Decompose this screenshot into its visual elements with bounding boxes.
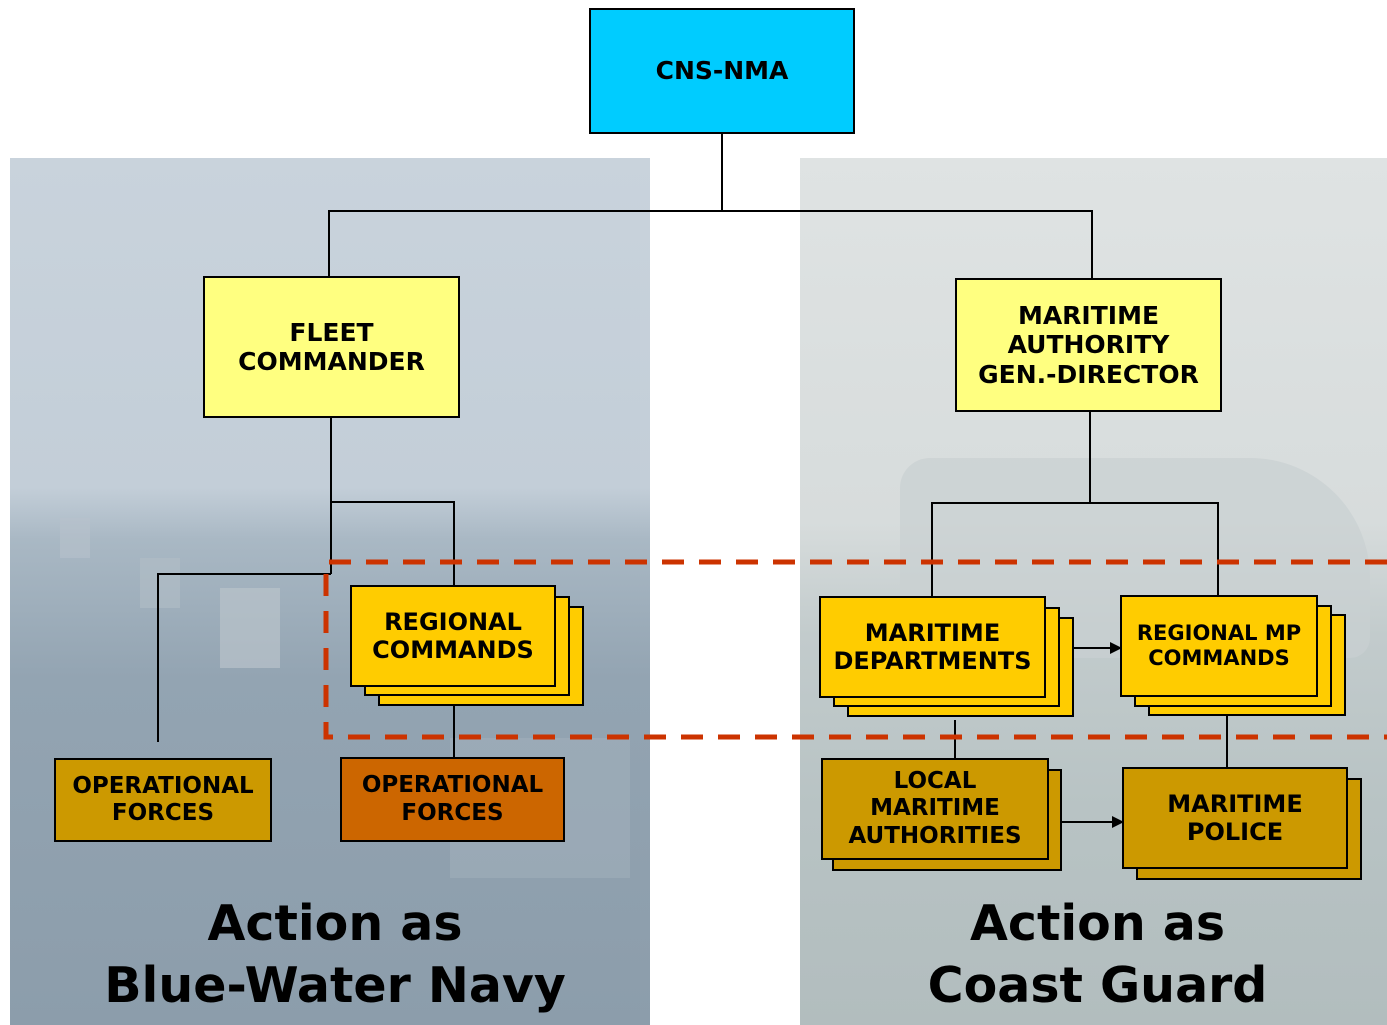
regional-mp-commands-node: REGIONAL MP COMMANDS xyxy=(1120,595,1318,697)
dashed-coast-guard-frame xyxy=(323,559,1387,740)
maritime-departments-node: MARITIME DEPARTMENTS xyxy=(819,596,1046,698)
node-label: LOCAL MARITIME AUTHORITIES xyxy=(848,768,1022,849)
fleet-commander-node: FLEET COMMANDER xyxy=(203,276,460,418)
node-label: MARITIME AUTHORITY GEN.-DIRECTOR xyxy=(978,300,1199,389)
ship-silhouette xyxy=(140,558,180,608)
connector xyxy=(931,502,1219,597)
regional-commands-node: REGIONAL COMMANDS xyxy=(350,585,556,687)
node-label: REGIONAL COMMANDS xyxy=(372,607,534,664)
node-label: REGIONAL MP COMMANDS xyxy=(1136,621,1302,670)
operational-forces-regional-node: OPERATIONAL FORCES xyxy=(340,757,565,842)
node-label: MARITIME POLICE xyxy=(1167,789,1303,846)
connector xyxy=(328,210,1093,279)
node-label: CNS-NMA xyxy=(655,56,789,86)
coast-guard-caption: Action as Coast Guard xyxy=(927,895,1268,1014)
maritime-authority-director-node: MARITIME AUTHORITY GEN.-DIRECTOR xyxy=(955,278,1222,412)
arrowhead xyxy=(1110,642,1122,654)
ship-silhouette xyxy=(60,518,90,558)
ship-silhouette xyxy=(220,588,280,668)
blue-water-navy-caption: Action as Blue-Water Navy xyxy=(104,895,566,1014)
local-maritime-authorities-node: LOCAL MARITIME AUTHORITIES xyxy=(821,758,1049,860)
node-label: OPERATIONAL FORCES xyxy=(361,772,544,826)
node-label: MARITIME DEPARTMENTS xyxy=(833,618,1032,675)
connector xyxy=(157,573,331,742)
operational-forces-direct-node: OPERATIONAL FORCES xyxy=(54,758,272,842)
cns-nma-node: CNS-NMA xyxy=(589,8,855,134)
connector xyxy=(331,501,455,586)
maritime-police-node: MARITIME POLICE xyxy=(1122,767,1348,869)
node-label: FLEET COMMANDER xyxy=(238,317,425,377)
node-label: OPERATIONAL FORCES xyxy=(72,772,254,826)
arrowhead xyxy=(1112,816,1124,828)
